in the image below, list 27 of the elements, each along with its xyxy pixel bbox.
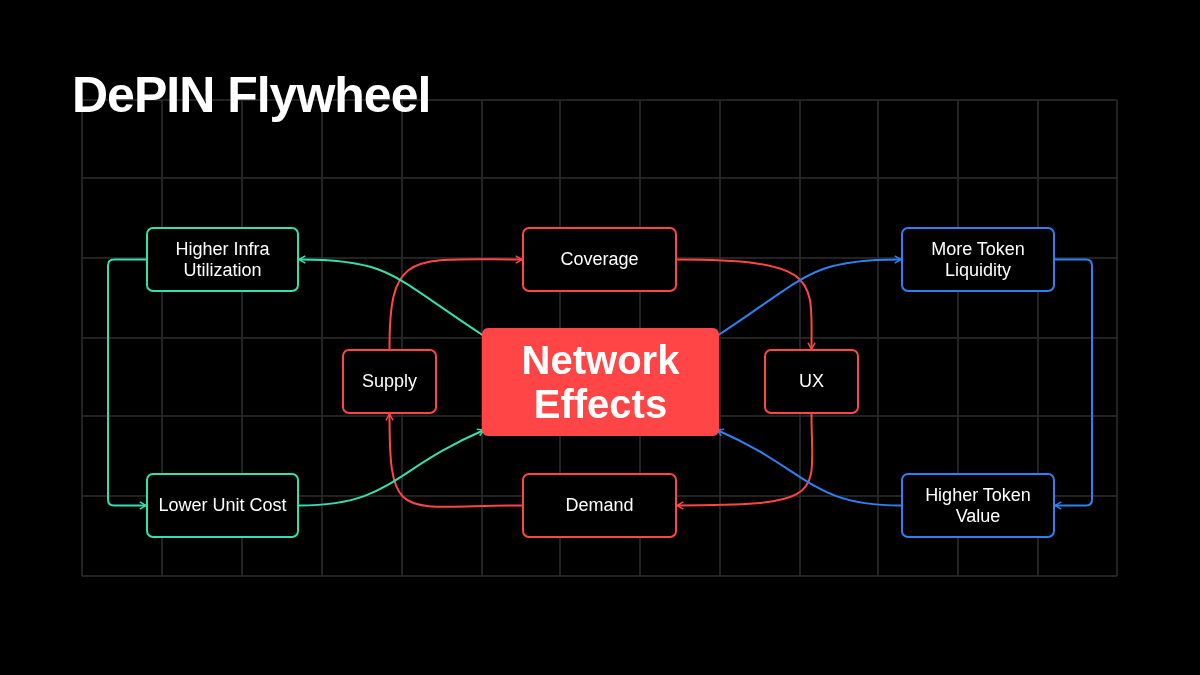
process-box xyxy=(342,349,437,414)
node-label: Coverage xyxy=(560,249,639,270)
arrow xyxy=(716,428,902,507)
arrow xyxy=(385,413,523,508)
node-label: More Token Liquidity xyxy=(930,238,1026,281)
node-label: Lower Unit Cost xyxy=(158,495,287,516)
process-box xyxy=(522,227,677,292)
process-box xyxy=(146,227,299,292)
arrow xyxy=(107,258,147,510)
arrow xyxy=(298,428,485,507)
node-label: Network Effects xyxy=(520,338,681,426)
process-box xyxy=(901,473,1055,538)
arrow xyxy=(388,255,523,350)
arrow xyxy=(676,413,814,510)
diagram-title: DePIN Flywheel xyxy=(72,66,431,124)
process-box xyxy=(146,473,299,538)
node-label: Supply xyxy=(361,371,417,392)
node-label: Higher Infra Utilization xyxy=(174,238,271,281)
process-box xyxy=(522,473,677,538)
arrow xyxy=(1054,258,1093,510)
process-box xyxy=(901,227,1055,292)
node-label: UX xyxy=(799,371,824,392)
arrow xyxy=(676,258,816,350)
node-label: Higher Token Value xyxy=(924,484,1032,527)
node-label: Demand xyxy=(565,495,634,516)
process-box xyxy=(764,349,859,414)
hub-box xyxy=(482,328,719,436)
